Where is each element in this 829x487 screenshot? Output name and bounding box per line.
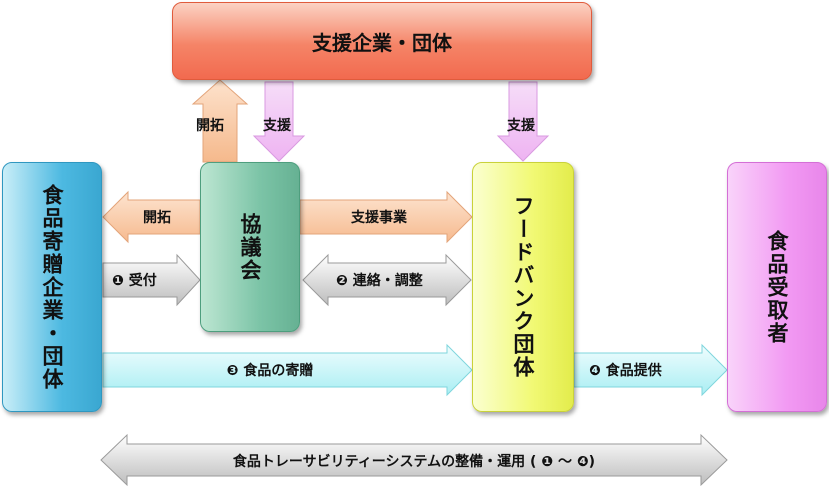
box-foodbank-label: フードバンク団体 — [511, 195, 535, 379]
label-uketsuke: ❶ 受付 — [112, 273, 157, 289]
label-teikyou: ❹ 食品提供 — [589, 363, 662, 379]
box-support-orgs: 支援企業・団体 — [172, 2, 592, 80]
box-support-label: 支援企業・団体 — [312, 30, 452, 55]
box-food-recipients: 食品受取者 — [727, 162, 827, 412]
arrow-kaitaku-up — [191, 79, 249, 163]
box-donor-companies: 食品寄贈企業・団体 — [2, 162, 102, 412]
arrow-shien-jigyou — [299, 190, 473, 244]
arrow-kizou — [102, 343, 473, 397]
arrow-teikyou — [573, 343, 728, 397]
box-recipient-label: 食品受取者 — [765, 229, 789, 345]
label-shien-jigyou: 支援事業 — [351, 210, 407, 226]
box-council: 協議会 — [200, 162, 300, 332]
label-kaitaku-up: 開拓 — [196, 118, 224, 134]
arrow-kaitaku-left — [102, 190, 201, 244]
label-kaitaku-left: 開拓 — [143, 210, 171, 226]
arrow-renraku — [302, 253, 472, 307]
box-donor-label: 食品寄贈企業・団体 — [40, 183, 64, 391]
label-system: 食品トレーサビリティーシステムの整備・運用 ( ❶ 〜 ❹) — [232, 454, 596, 470]
label-shien-foodbank: 支援 — [507, 118, 535, 134]
arrow-shien-down-council — [252, 81, 306, 162]
box-council-label: 協議会 — [238, 212, 262, 282]
label-renraku: ❷ 連絡・調整 — [336, 273, 423, 289]
label-shien-council: 支援 — [263, 118, 291, 134]
arrow-system — [100, 433, 728, 487]
box-foodbank-orgs: フードバンク団体 — [472, 162, 574, 412]
arrow-uketsuke — [102, 253, 201, 307]
label-kizou: ❸ 食品の寄贈 — [226, 363, 314, 379]
arrow-shien-down-foodbank — [496, 81, 550, 162]
